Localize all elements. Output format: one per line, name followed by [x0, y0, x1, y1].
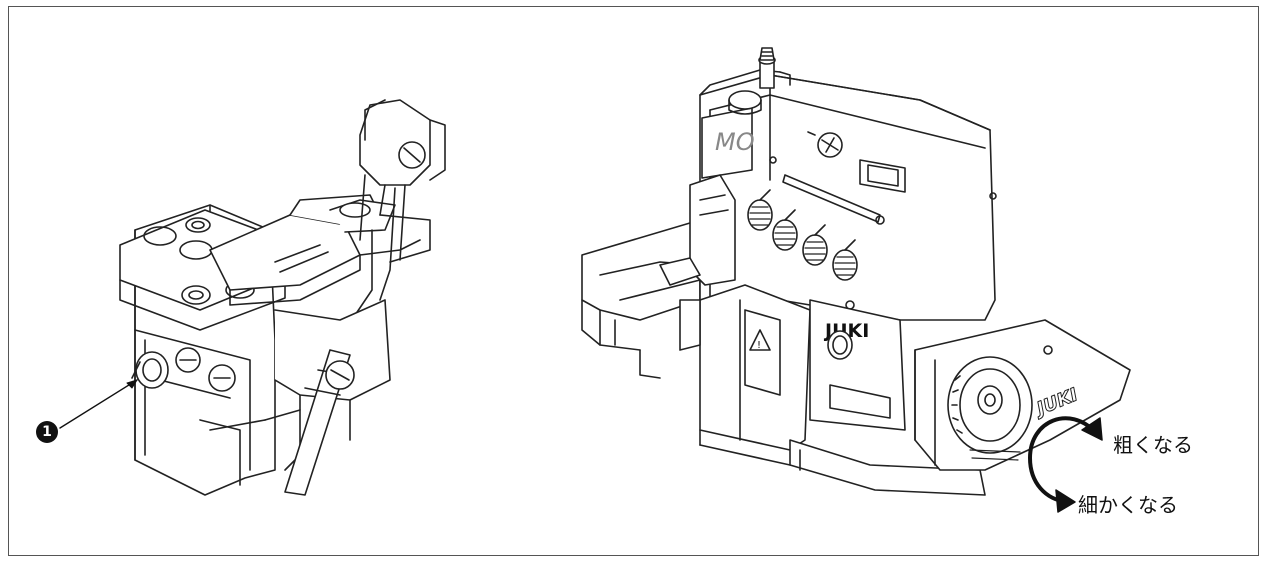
figure-frame [8, 6, 1259, 556]
overlock-machine-illustration: MO [581, 47, 1131, 496]
handwheel [947, 356, 1033, 461]
tension-knobs [747, 189, 858, 281]
callout-arrowhead [126, 379, 138, 389]
callout-1-marker: 1 [36, 421, 58, 443]
rotation-direction-arrow [1028, 416, 1103, 513]
model-badge-text: MO [715, 128, 755, 156]
coarse-stitch-label: 粗くなる [1113, 433, 1193, 457]
callout-leader-line [59, 379, 138, 429]
svg-text:!: ! [757, 340, 761, 351]
stitch-unit-illustration [119, 99, 446, 496]
fine-stitch-label: 細かくなる [1078, 493, 1178, 517]
callout-1-number: 1 [42, 424, 52, 440]
